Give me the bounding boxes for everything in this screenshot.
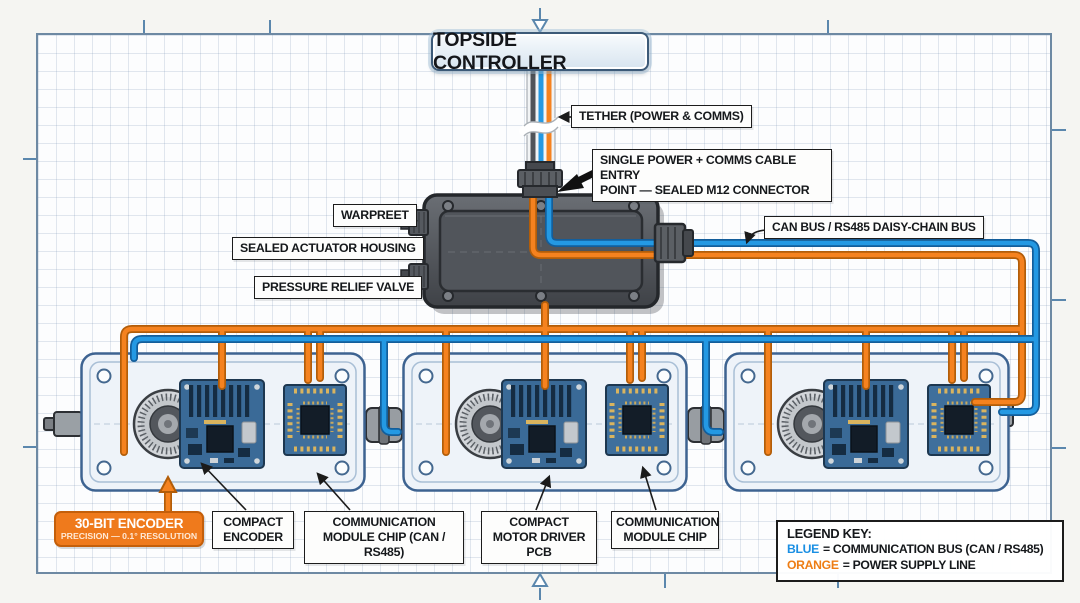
label-pressure-relief-valve: PRESSURE RELIEF VALVE <box>254 276 423 299</box>
frame-ticks <box>23 20 1066 588</box>
label-compact-encoder: COMPACT ENCODER <box>212 511 294 549</box>
m12-connector <box>517 161 563 198</box>
legend-def-blue: = COMMUNICATION BUS (CAN / RS485) <box>822 542 1044 556</box>
label-can-bus: CAN BUS / RS485 DAISY-CHAIN BUS <box>764 216 984 239</box>
topside-controller-box: TOPSIDE CONTROLLER <box>431 29 649 74</box>
entry-line-1: SINGLE POWER + COMMS CABLE ENTRY <box>600 153 797 182</box>
housing-right-connector <box>653 222 694 264</box>
comm-bus-wires <box>130 194 1040 436</box>
tether-cable <box>526 69 556 173</box>
entry-line-2: POINT — SEALED M12 CONNECTOR <box>600 183 810 197</box>
label-30bit-encoder: 30-BIT ENCODER PRECISION — 0.1° RESOLUTI… <box>54 511 204 547</box>
label-sealed-housing: SEALED ACTUATOR HOUSING <box>232 237 424 260</box>
legend-item-blue: BLUE= COMMUNICATION BUS (CAN / RS485) <box>787 542 1053 558</box>
label-compact-motor-driver-pcb: COMPACT MOTOR DRIVER PCB <box>481 511 597 564</box>
label-cable-entry-point: SINGLE POWER + COMMS CABLE ENTRY POINT —… <box>592 149 832 202</box>
label-comm-module-chip: COMMUNICATION MODULE CHIP <box>611 511 719 549</box>
cable-break-symbol <box>519 116 563 137</box>
legend-def-orange: = POWER SUPPLY LINE <box>842 557 976 572</box>
legend-box: LEGEND KEY: BLUE= COMMUNICATION BUS (CAN… <box>776 520 1064 582</box>
callout-leaders <box>200 111 767 511</box>
legend-title: LEGEND KEY: <box>787 526 872 541</box>
label-tether: TETHER (POWER & COMMS) <box>571 105 752 128</box>
label-warpreet: WARPREET <box>333 204 417 227</box>
legend-item-orange: ORANGE= POWER SUPPLY LINE <box>787 558 1053 574</box>
encoder-label-title: 30-BIT ENCODER <box>74 516 184 531</box>
output-shaft <box>43 411 83 437</box>
register-arrows <box>531 8 549 600</box>
legend-term-orange: ORANGE <box>787 557 839 572</box>
legend-term-blue: BLUE <box>787 542 819 556</box>
encoder-leader <box>158 474 178 511</box>
encoder-label-subtitle: PRECISION — 0.1° RESOLUTION <box>60 531 198 541</box>
label-comm-module-chip-can-rs485: COMMUNICATION MODULE CHIP (CAN / RS485) <box>304 511 464 564</box>
power-bus-wires <box>120 194 1026 456</box>
